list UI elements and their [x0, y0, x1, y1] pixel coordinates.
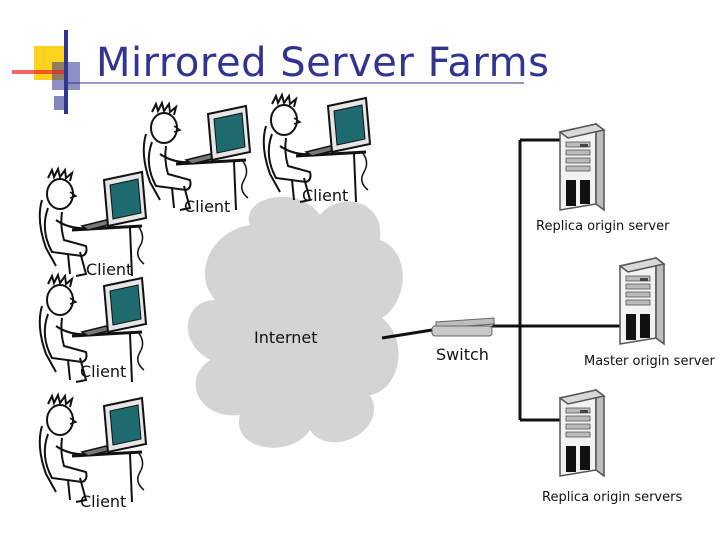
client-label-4: Client — [80, 362, 127, 381]
client-label-1: Client — [184, 197, 231, 216]
client-label-5: Client — [80, 492, 127, 511]
master-server — [619, 257, 665, 345]
master-server-label: Master origin server — [584, 354, 715, 369]
client-label-2: Client — [302, 186, 349, 205]
network-links — [381, 138, 620, 422]
title-decoration — [12, 30, 524, 114]
link-cloud-switch — [381, 328, 433, 340]
replica-server-top — [559, 123, 605, 211]
switch-device — [430, 317, 496, 337]
replica-server-label-top: Replica origin server — [536, 219, 670, 234]
replica-server-bottom — [559, 389, 605, 477]
replica-server-label-bottom: Replica origin servers — [542, 490, 683, 505]
switch-label: Switch — [436, 345, 489, 364]
internet-cloud — [187, 196, 403, 448]
client-label-3: Client — [86, 260, 133, 279]
internet-label: Internet — [254, 328, 318, 347]
slide-title: Mirrored Server Farms — [96, 40, 550, 86]
client-station-5 — [38, 393, 148, 504]
client-station-1 — [142, 101, 252, 212]
